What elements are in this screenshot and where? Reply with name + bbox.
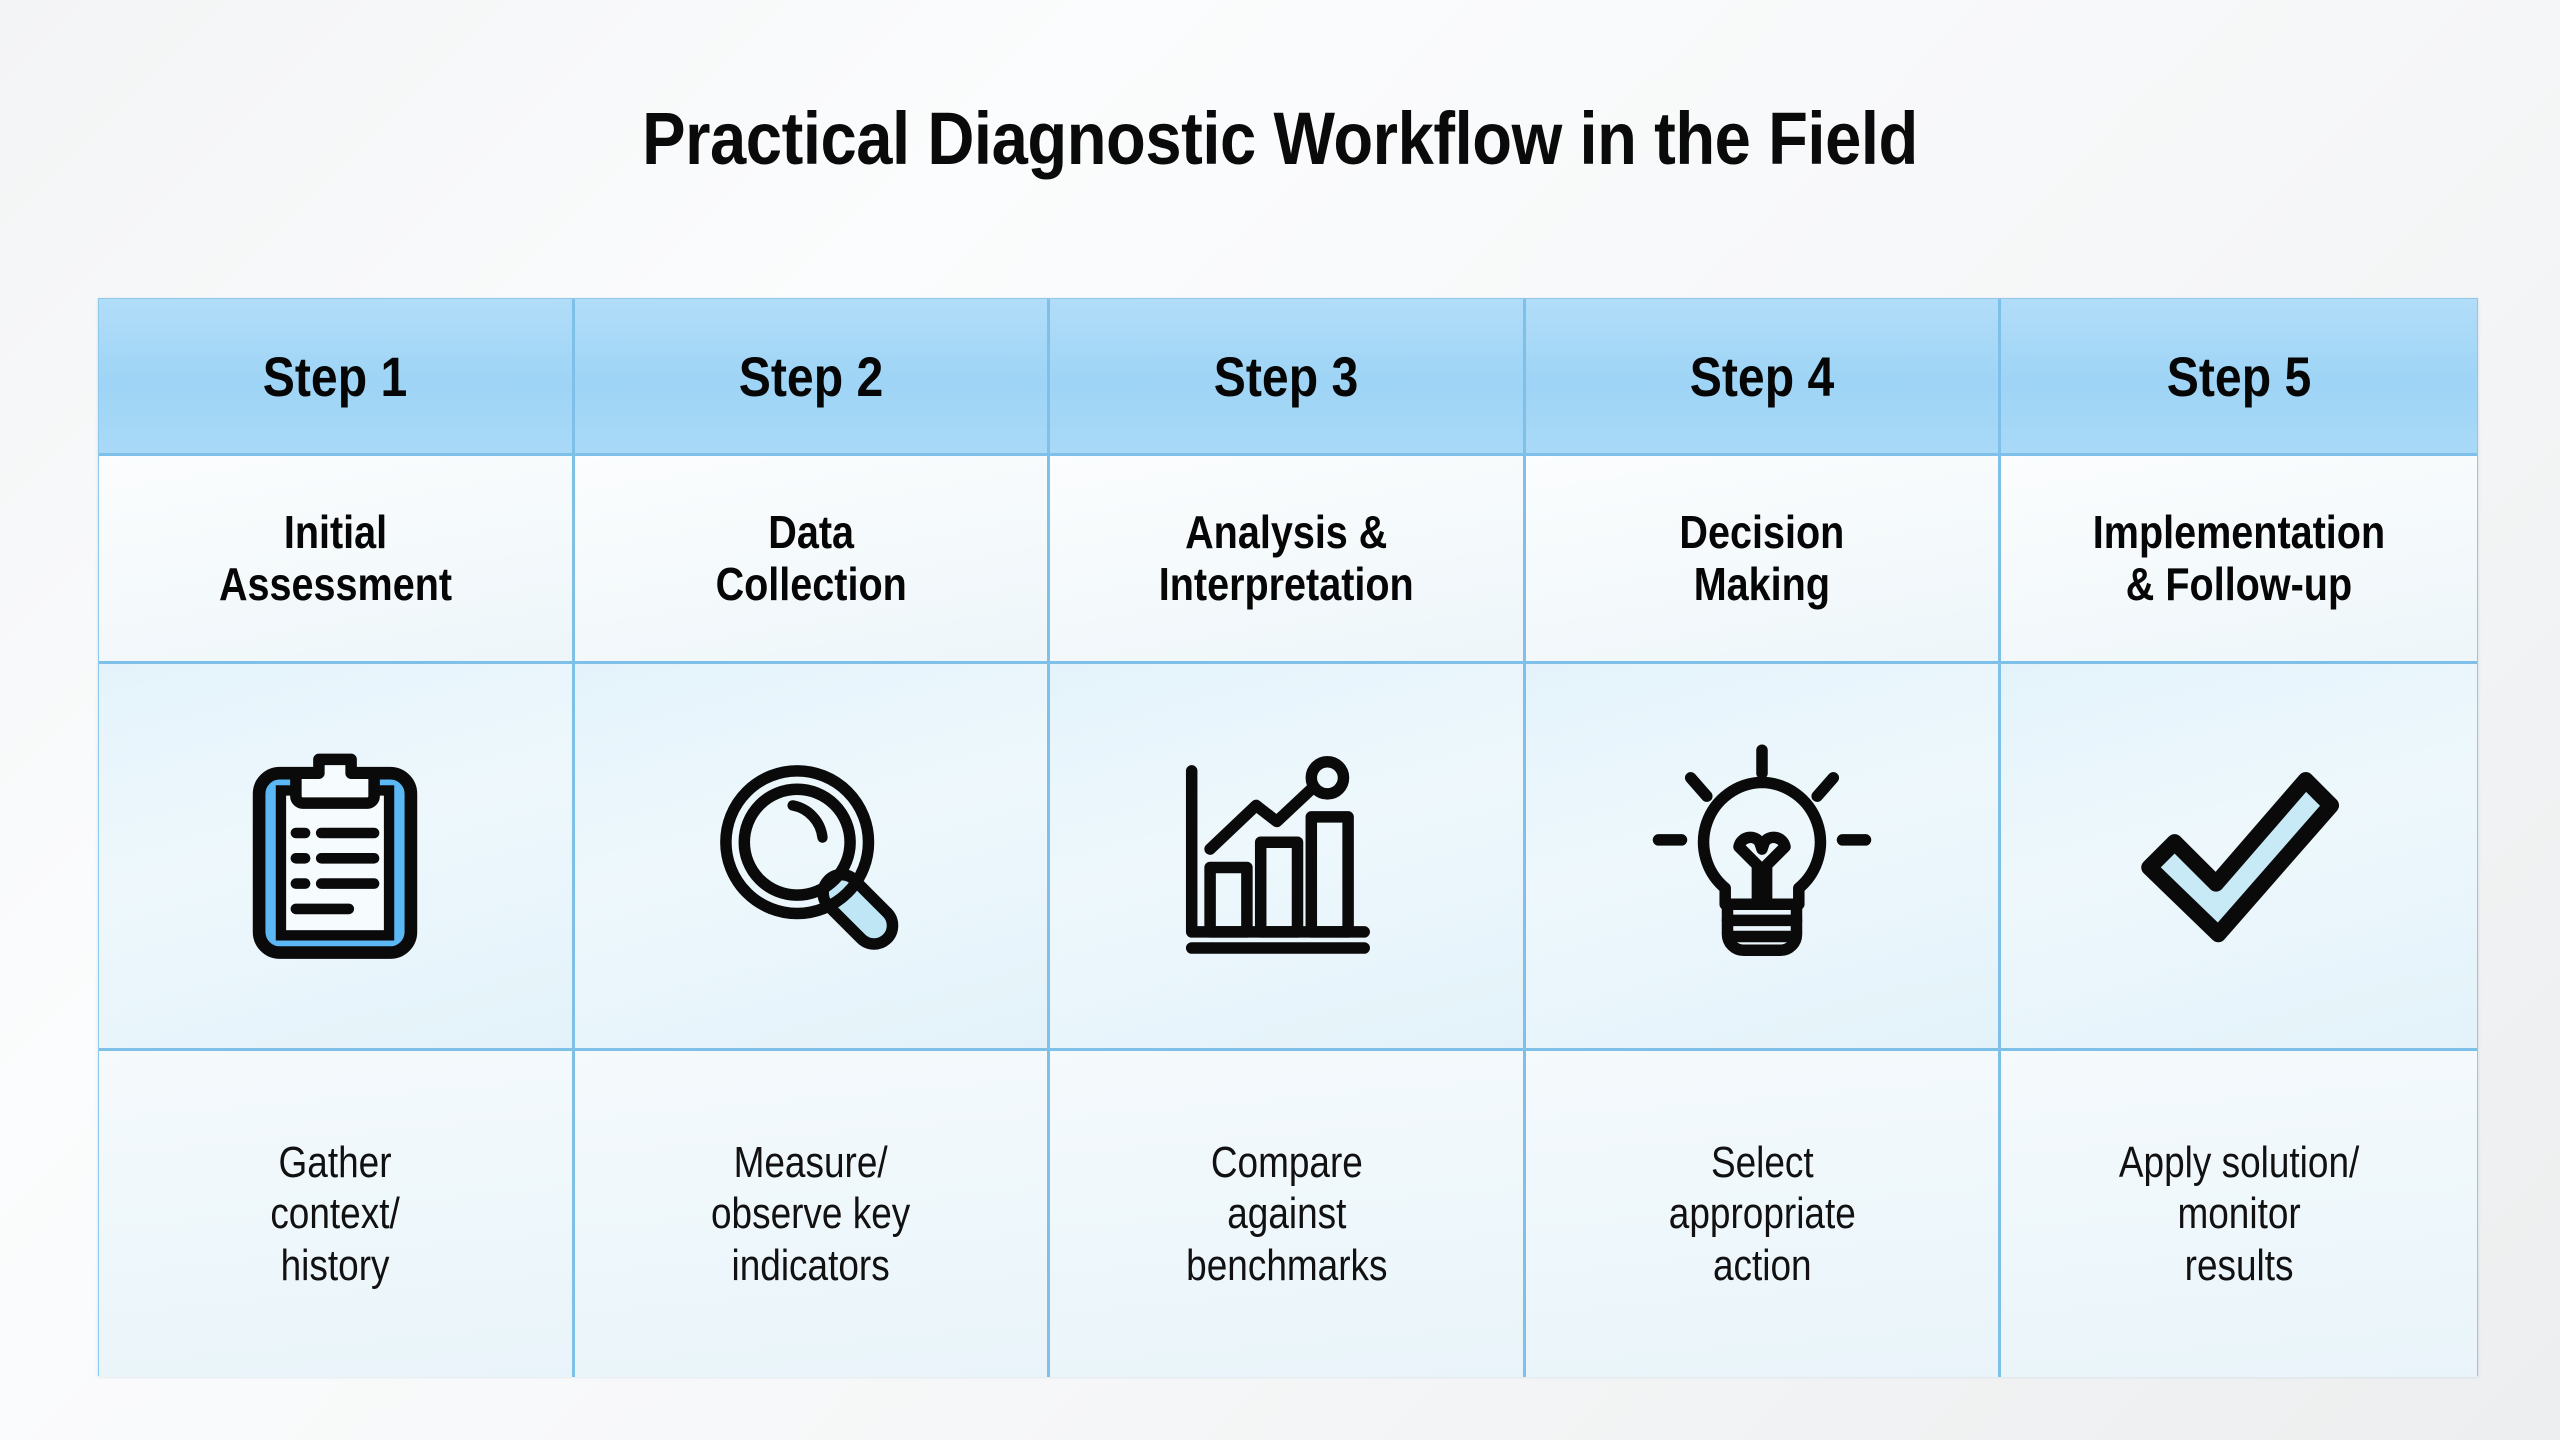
description-label: Compare against benchmarks <box>1181 1137 1392 1290</box>
description-line: Gather <box>278 1138 392 1188</box>
description-cell-2: Measure/ observe key indicators <box>574 1051 1051 1377</box>
phase-line: Implementation <box>2093 505 2386 558</box>
description-cell-3: Compare against benchmarks <box>1050 1051 1526 1377</box>
icon-cell-4 <box>1525 664 2002 1051</box>
icon-cell-5 <box>2001 664 2477 1051</box>
step-header-label: Step 4 <box>1689 344 1835 408</box>
icon-cell-1 <box>99 664 575 1051</box>
icon-cell-3 <box>1050 664 1526 1051</box>
phase-line: Data <box>768 505 854 558</box>
description-label: Gather context/ history <box>266 1137 406 1290</box>
phase-line: Analysis & <box>1185 505 1388 558</box>
phase-line: & Follow-up <box>2126 557 2353 610</box>
step-header-label: Step 2 <box>738 344 884 408</box>
page-title: Practical Diagnostic Workflow in the Fie… <box>642 97 1918 180</box>
magnifier-icon <box>696 741 926 971</box>
phase-label: Implementation & Follow-up <box>2088 505 2391 610</box>
description-line: Compare <box>1210 1138 1363 1188</box>
description-label: Apply solution/ monitor results <box>2114 1137 2364 1290</box>
phase-label: Decision Making <box>1674 505 1849 610</box>
step-header-cell-4: Step 4 <box>1525 299 2002 456</box>
phase-line: Assessment <box>218 557 452 610</box>
description-cell-5: Apply solution/ monitor results <box>2001 1051 2477 1377</box>
description-line: benchmarks <box>1185 1240 1388 1290</box>
step-header-cell-5: Step 5 <box>2001 299 2477 456</box>
icon-cell-2 <box>574 664 1051 1051</box>
description-line: indicators <box>731 1240 890 1290</box>
phase-cell-3: Analysis & Interpretation <box>1050 456 1526 664</box>
phase-line: Decision <box>1679 505 1845 558</box>
phase-cell-4: Decision Making <box>1525 456 2002 664</box>
description-line: action <box>1712 1240 1812 1290</box>
phase-label: Initial Assessment <box>214 505 457 610</box>
clipboard-icon <box>220 741 450 971</box>
description-line: appropriate <box>1668 1189 1856 1239</box>
description-cell-4: Select appropriate action <box>1525 1051 2002 1377</box>
phase-cell-2: Data Collection <box>574 456 1051 664</box>
lightbulb-icon <box>1647 741 1877 971</box>
phase-line: Interpretation <box>1159 557 1414 610</box>
phase-line: Collection <box>715 557 907 610</box>
step-header-label: Step 1 <box>263 344 408 408</box>
bar-chart-icon <box>1171 741 1401 971</box>
description-line: monitor <box>2177 1189 2301 1239</box>
description-line: history <box>280 1240 390 1290</box>
phase-cell-5: Implementation & Follow-up <box>2001 456 2477 664</box>
description-line: context/ <box>270 1189 401 1239</box>
description-line: observe key <box>711 1189 911 1239</box>
phase-line: Initial <box>283 505 387 558</box>
step-header-label: Step 3 <box>1214 344 1359 408</box>
step-header-label: Step 5 <box>2166 344 2312 408</box>
step-header-cell-1: Step 1 <box>99 299 575 456</box>
phase-label: Analysis & Interpretation <box>1154 505 1419 610</box>
description-line: Apply solution/ <box>2119 1138 2360 1188</box>
description-line: Select <box>1710 1138 1814 1188</box>
phase-cell-1: Initial Assessment <box>99 456 575 664</box>
description-line: Measure/ <box>733 1138 888 1188</box>
step-header-cell-3: Step 3 <box>1050 299 1526 456</box>
description-line: results <box>2184 1240 2294 1290</box>
description-label: Measure/ observe key indicators <box>706 1137 915 1290</box>
description-line: against <box>1226 1189 1347 1239</box>
description-cell-1: Gather context/ history <box>99 1051 575 1377</box>
checkmark-icon <box>2124 741 2354 971</box>
step-header-cell-2: Step 2 <box>574 299 1051 456</box>
description-label: Select appropriate action <box>1664 1137 1861 1290</box>
workflow-table: Step 1 Step 2 Step 3 Step 4 Step 5 Initi… <box>98 298 2478 1377</box>
phase-line: Making <box>1693 557 1831 610</box>
phase-label: Data Collection <box>710 505 912 610</box>
